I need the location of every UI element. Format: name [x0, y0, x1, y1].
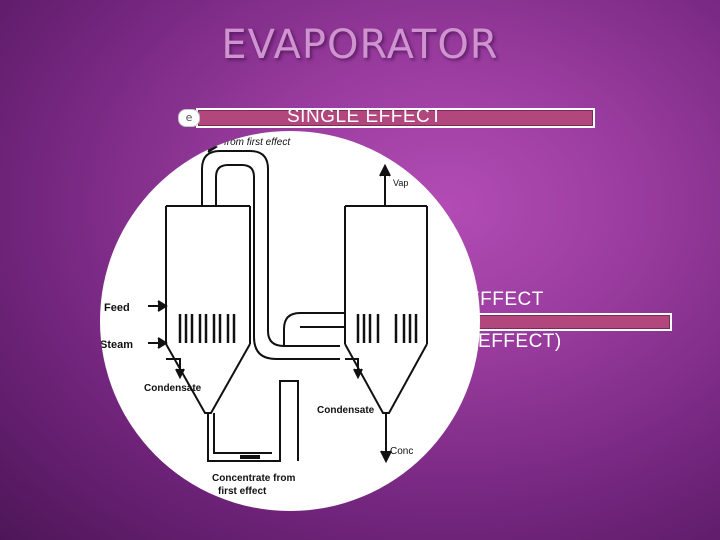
label-concentrate-from-2: first effect — [218, 486, 267, 497]
label-concentrate-from-1: Concentrate from — [212, 473, 295, 484]
label-steam: Steam — [100, 339, 133, 351]
bullet-label-single-effect: SINGLE EFFECT — [287, 106, 443, 127]
slide-title: EVAPORATOR — [221, 22, 499, 68]
label-concentrate-out: Conc — [390, 446, 413, 457]
label-feed: Feed — [104, 302, 130, 314]
label-vapor-from-first: from first effect — [224, 137, 291, 148]
bullet-icon: e — [178, 109, 200, 127]
label-condensate-left: Condensate — [144, 383, 202, 394]
evaporator-diagram: from first effect Vap Feed Steam Condens… — [100, 131, 480, 511]
label-condensate-right: Condensate — [317, 405, 375, 416]
evaporator-diagram-svg: from first effect Vap Feed Steam Condens… — [100, 133, 428, 497]
label-vapor-out: Vap — [393, 178, 408, 188]
